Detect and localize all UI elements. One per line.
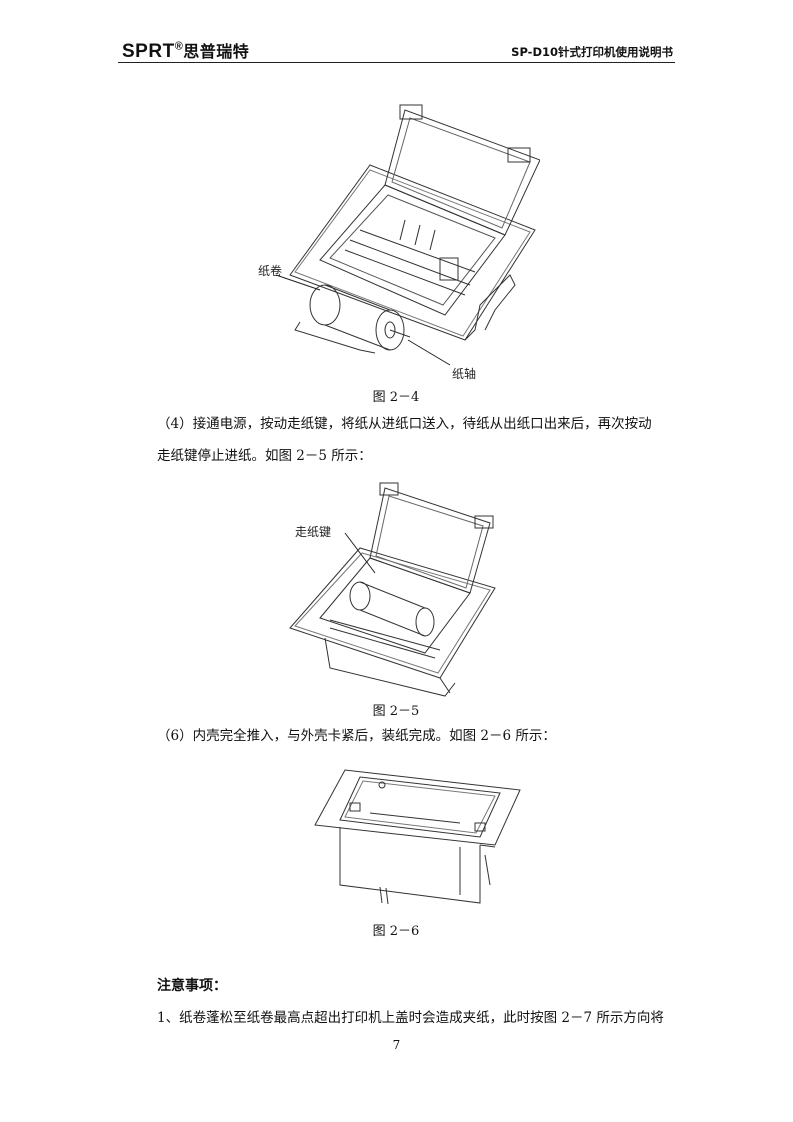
notes-heading: 注意事项： [157, 978, 227, 994]
paragraph-step4-line2: 走纸键停止进纸。如图 2－5 所示： [157, 448, 372, 464]
paragraph-step4-line1: （4）接通电源，按动走纸键，将纸从进纸口送入，待纸从出纸口出来后，再次按动 [157, 416, 652, 432]
panel-plate [289, 547, 496, 679]
top-cover [339, 776, 501, 838]
panel-plate [289, 164, 536, 341]
paper-roll-end [349, 581, 371, 611]
figure-2-6-illustration [314, 769, 521, 905]
brand-logo: SPRT®思普瑞特 [122, 38, 249, 63]
brand-registered-mark: ® [174, 40, 184, 53]
page-number: 7 [392, 1038, 401, 1052]
figure-2-5-illustration: 走纸键 [289, 482, 496, 697]
panel-plate [314, 769, 521, 846]
inner-box [319, 557, 471, 654]
figure-2-4-illustration: 纸卷 纸轴 [258, 104, 540, 381]
cover-hinge-left [399, 104, 423, 120]
paragraph-step6: （6）内壳完全推入，与外壳卡紧后，装纸完成。如图 2－6 所示： [157, 728, 556, 744]
open-cover [384, 109, 540, 236]
callout-feed-button: 走纸键 [295, 525, 331, 539]
brand-latin: SPRT [122, 41, 175, 62]
paper-roll-front [375, 309, 405, 351]
paper-axle [389, 329, 411, 338]
paper-roll-end [309, 284, 341, 326]
page-header: SPRT®思普瑞特 SP-D10针式打印机使用说明书 [118, 38, 675, 63]
callout-paper-axle: 纸轴 [452, 366, 476, 381]
paragraph-note1: 1、纸卷蓬松至纸卷最高点超出打印机上盖时会造成夹纸，此时按图 2－7 所示方向将 [157, 1010, 664, 1026]
figure-caption: 图 2－6 [372, 924, 420, 939]
figure-caption: 图 2－4 [372, 390, 420, 405]
outer-shell [339, 827, 481, 904]
figure-caption: 图 2－5 [372, 704, 420, 719]
cover-hinge-right [507, 147, 531, 163]
open-cover [369, 487, 491, 594]
callout-paper-roll: 纸卷 [258, 263, 282, 278]
brand-chinese: 思普瑞特 [183, 42, 250, 61]
document-title: SP-D10针式打印机使用说明书 [511, 45, 673, 59]
